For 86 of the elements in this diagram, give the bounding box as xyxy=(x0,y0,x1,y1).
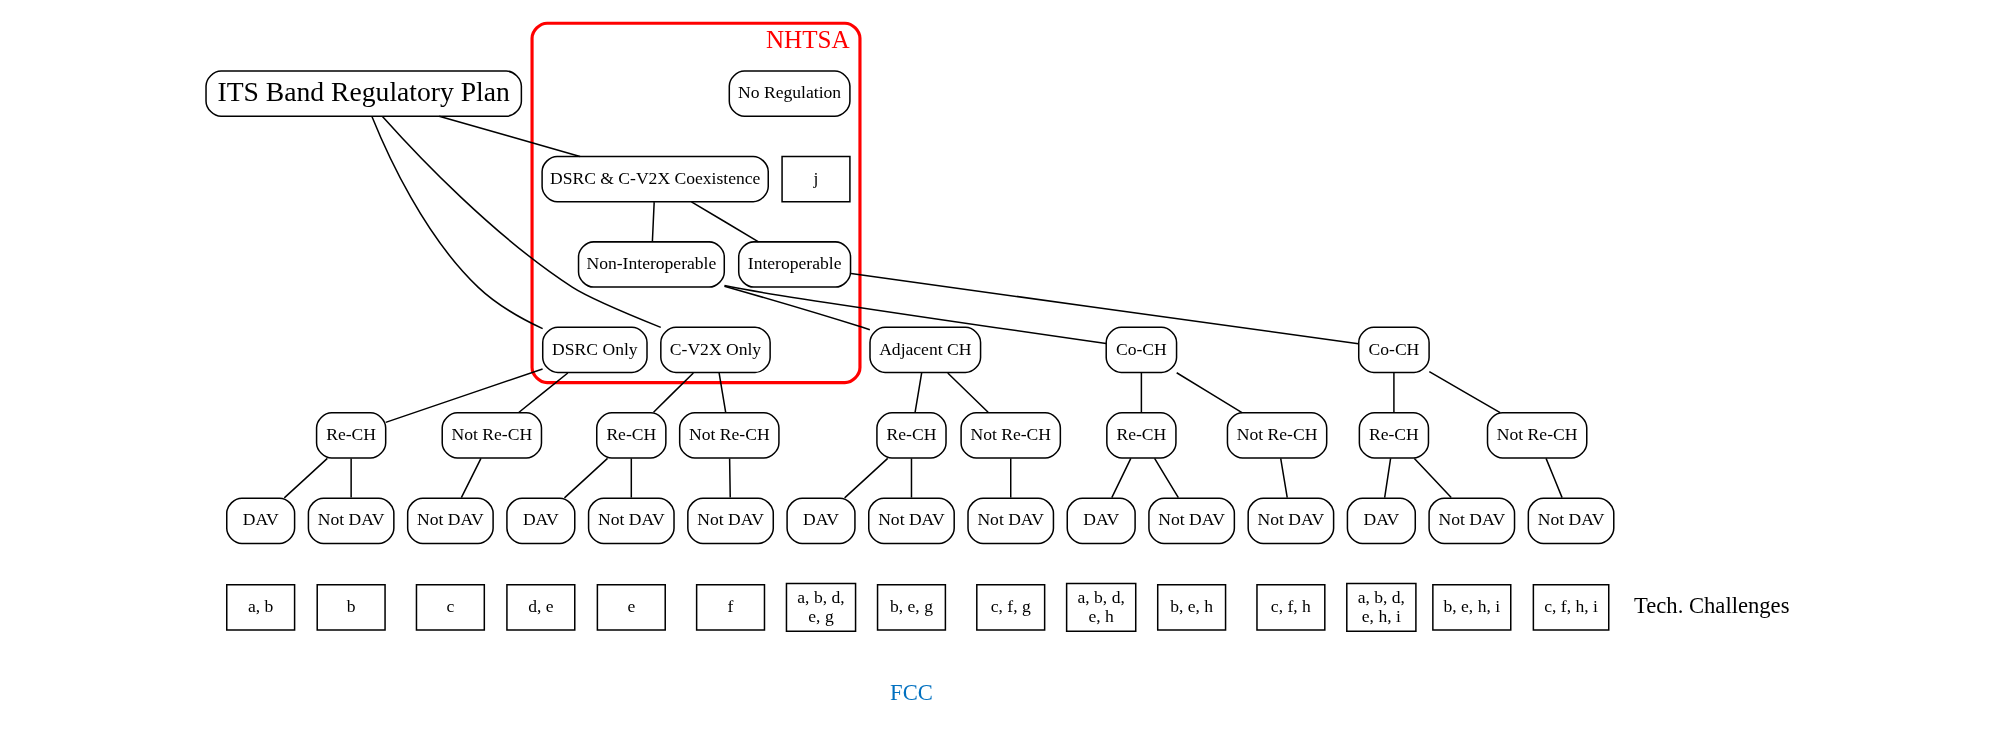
connector xyxy=(1009,457,1011,499)
connector xyxy=(384,368,543,424)
node-box: DAV xyxy=(505,497,576,545)
node-box: Not DAV xyxy=(406,497,494,545)
node-box: C-V2X Only xyxy=(659,326,771,374)
node-box: ITS Band Regulatory Plan xyxy=(204,70,522,117)
connector xyxy=(1392,372,1395,413)
node-box: b xyxy=(315,584,386,631)
node-box: Not Re-CH xyxy=(1226,412,1327,459)
connector xyxy=(460,457,482,499)
connector xyxy=(690,201,759,243)
node-box: Not Re-CH xyxy=(1486,412,1588,459)
connector xyxy=(517,372,569,414)
connector xyxy=(1175,372,1243,414)
node-box: Not Re-CH xyxy=(959,412,1061,459)
connector xyxy=(652,372,694,413)
connector xyxy=(630,457,632,499)
node-box: Not Re-CH xyxy=(440,412,542,459)
node-box: Not DAV xyxy=(686,497,774,545)
node-box: Not DAV xyxy=(307,497,395,545)
connector xyxy=(563,457,608,499)
connector xyxy=(1110,457,1132,499)
node-box: c, f, h, i xyxy=(1532,584,1609,631)
node-box: Interoperable xyxy=(737,241,851,288)
node-box: DAV xyxy=(1346,497,1416,545)
connector xyxy=(283,457,328,499)
node-box: DAV xyxy=(785,497,856,545)
connector xyxy=(913,372,922,413)
connector xyxy=(1544,457,1563,499)
node-box: c xyxy=(415,584,485,631)
connector xyxy=(370,115,543,330)
node-box: c, f, g xyxy=(975,584,1045,631)
node-box: a, b, d, e, h, i xyxy=(1345,582,1417,633)
node-box: Not DAV xyxy=(1427,497,1515,545)
node-box: DAV xyxy=(1066,497,1136,545)
node-box: Co-CH xyxy=(1357,326,1430,374)
node-box: a, b xyxy=(225,584,295,631)
node-box: Not DAV xyxy=(1246,497,1334,545)
connector xyxy=(910,457,912,499)
label: Tech. Challenges xyxy=(1633,593,1789,619)
node-box: Not Re-CH xyxy=(678,412,780,459)
connector xyxy=(651,201,655,243)
node-box: Not DAV xyxy=(966,497,1054,545)
connector xyxy=(717,372,726,413)
node-box: b, e, g xyxy=(876,584,946,631)
connector xyxy=(349,457,352,499)
connector xyxy=(723,284,1107,345)
connector xyxy=(1428,370,1501,414)
node-box: a, b, d, e, h xyxy=(1065,582,1136,633)
connector xyxy=(1279,457,1288,499)
connector xyxy=(381,115,661,329)
connector xyxy=(849,272,1359,345)
node-box: d, e xyxy=(505,584,576,631)
node-box: e xyxy=(596,584,666,631)
connector xyxy=(1153,457,1179,499)
connector xyxy=(437,115,581,158)
node-box: Not DAV xyxy=(587,497,675,545)
node-box: Adjacent CH xyxy=(868,326,981,374)
node-box: DSRC Only xyxy=(541,326,648,374)
connector xyxy=(843,457,888,499)
node-box: Not DAV xyxy=(1147,497,1235,545)
node-box: Re-CH xyxy=(875,412,947,459)
node-box: b, e, h xyxy=(1156,584,1226,631)
node-box: Not DAV xyxy=(867,497,955,545)
connector xyxy=(946,372,989,413)
node-box: b, e, h, i xyxy=(1431,584,1511,631)
node-box: Re-CH xyxy=(1105,412,1177,459)
node-box: a, b, d, e, g xyxy=(785,582,856,633)
node-box: f xyxy=(695,584,765,631)
node-box: Re-CH xyxy=(595,412,667,459)
connector xyxy=(728,457,731,499)
connector xyxy=(723,285,871,331)
node-box: DSRC & C-V2X Coexistence xyxy=(540,155,769,203)
connector xyxy=(1413,457,1452,499)
node-box: No Regulation xyxy=(728,70,851,117)
node-box: DAV xyxy=(225,497,295,545)
node-box: j xyxy=(780,155,851,203)
node-box: Non-Interoperable xyxy=(577,241,725,288)
label: FCC xyxy=(889,679,933,705)
connector xyxy=(1140,372,1142,413)
node-box: Not DAV xyxy=(1527,497,1615,545)
node-box: Re-CH xyxy=(315,412,386,459)
node-box: Co-CH xyxy=(1104,326,1177,374)
connector xyxy=(1383,457,1391,499)
node-box: Re-CH xyxy=(1358,412,1429,459)
node-box: c, f, h xyxy=(1255,584,1326,631)
